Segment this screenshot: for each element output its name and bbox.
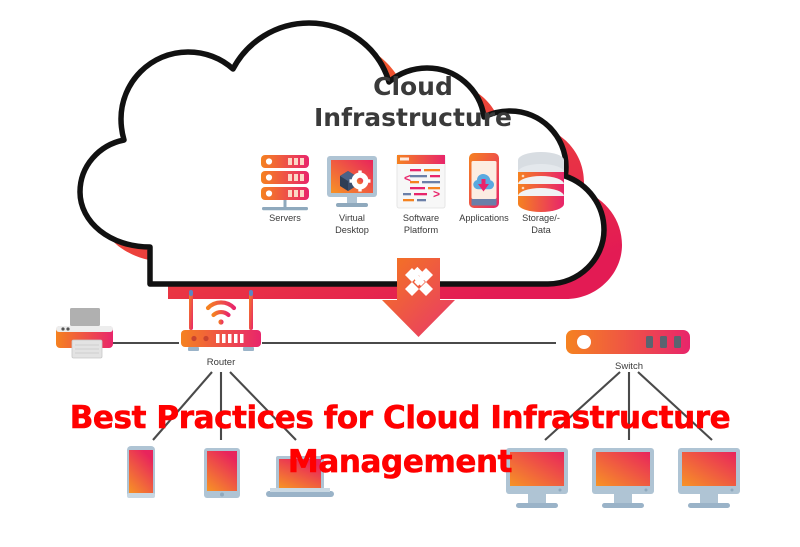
client-device-monitor-1[interactable]: [506, 448, 568, 508]
cloud-item-label: Storage/-: [522, 213, 560, 223]
cloud-item-storage-data[interactable]: Storage/- Data: [518, 152, 564, 235]
cloud-title-line2: Infrastructure: [314, 103, 512, 132]
network-node-router[interactable]: Router: [181, 290, 261, 368]
tablet-icon: [204, 448, 240, 498]
client-device-smartphone[interactable]: [127, 446, 155, 498]
router-label: Router: [207, 357, 236, 368]
cloud-item-software-platform[interactable]: < >: [396, 154, 446, 235]
cloud-item-virtual-desktop[interactable]: Virtual Desktop: [327, 156, 377, 235]
software-platform-icon: < >: [396, 154, 446, 209]
cloud-item-label: Servers: [269, 213, 301, 223]
cloud-title-line1: Cloud: [373, 72, 453, 101]
link-switch-monitor-3: [637, 371, 713, 441]
client-device-tablet[interactable]: [204, 448, 240, 498]
wifi-icon: [205, 300, 237, 318]
connection-lines: [113, 341, 713, 441]
switch-label: Switch: [615, 361, 643, 372]
printer-icon: [56, 308, 113, 359]
storage-data-icon: [518, 152, 564, 212]
switch-icon: [566, 330, 690, 354]
client-device-laptop[interactable]: [266, 456, 334, 497]
cloud-item-applications[interactable]: Applications: [459, 153, 509, 223]
link-router-laptop: [229, 371, 297, 441]
link-router-smartphone: [152, 371, 213, 441]
download-flow-arrow: [382, 258, 455, 337]
cloud-group: Cloud Infrastructure: [77, 20, 622, 299]
link-switch-monitor-1: [544, 371, 621, 441]
laptop-icon: [266, 456, 334, 497]
client-device-monitor-3[interactable]: [678, 448, 740, 508]
svg-text:<: <: [404, 171, 411, 185]
applications-icon: [469, 153, 499, 208]
router-icon: [181, 290, 261, 351]
cloud-item-label-2: Data: [531, 225, 551, 235]
cloud-item-servers[interactable]: Servers: [261, 155, 309, 223]
client-device-monitor-2[interactable]: [592, 448, 654, 508]
network-node-printer[interactable]: [56, 308, 113, 359]
monitor-icon: [592, 448, 654, 508]
cloud-item-label: Virtual: [339, 213, 365, 223]
cloud-body: [77, 20, 607, 287]
monitor-icon: [506, 448, 568, 508]
virtual-desktop-icon: [327, 156, 377, 207]
cloud-item-label: Software: [403, 213, 439, 223]
smartphone-icon: [127, 446, 155, 498]
cloud-item-label-2: Platform: [404, 225, 439, 235]
cloud-item-label-2: Desktop: [335, 225, 369, 235]
servers-icon: [261, 155, 309, 211]
svg-text:>: >: [433, 187, 440, 201]
network-node-switch[interactable]: Switch: [566, 330, 690, 372]
cloud-item-label: Applications: [459, 213, 509, 223]
monitor-icon: [678, 448, 740, 508]
